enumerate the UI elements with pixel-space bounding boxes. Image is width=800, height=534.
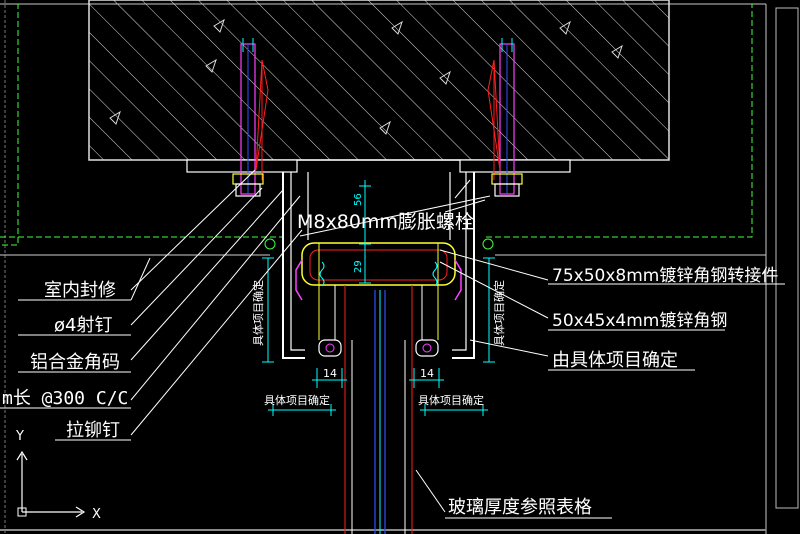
dim-56: 56 <box>353 193 364 206</box>
dim-29: 29 <box>353 260 364 273</box>
gaskets <box>264 238 494 357</box>
concrete-slab <box>88 0 670 161</box>
ucs-y-label: Y <box>15 429 24 444</box>
dim-14-left: 14 <box>323 367 337 380</box>
angle-connectors <box>282 172 475 359</box>
shot-nail-label: ø4射钉 <box>54 315 112 336</box>
interior-boundary <box>0 4 766 256</box>
angle-steel-label: 50x45x4mm镀锌角钢 <box>552 311 727 331</box>
glass-panes <box>351 290 406 534</box>
project-left-vertical: 具体项目确定 <box>251 280 265 346</box>
project-right-vertical: 具体项目确定 <box>492 280 506 346</box>
ucs-axis-icon: Y X <box>15 429 101 522</box>
angle-connector-label: 75x50x8mm镀锌角钢转接件 <box>552 266 778 286</box>
bolt-spec-label: M8x80mm膨胀螺栓 <box>297 211 474 233</box>
leader-lines <box>0 169 785 519</box>
glass-thickness-label: 玻璃厚度参照表格 <box>448 497 592 518</box>
determined-by-project-label: 由具体项目确定 <box>552 350 678 371</box>
aluminum-mullion <box>295 242 462 534</box>
expansion-bolt-left <box>232 38 269 197</box>
interior-finish-label: 室内封修 <box>44 280 116 301</box>
callout-labels: M8x80mm膨胀螺栓 75x50x8mm镀锌角钢转接件 50x45x4mm镀锌… <box>2 211 778 518</box>
side-dimensions <box>262 257 495 363</box>
center-dimensions <box>359 180 371 284</box>
project-bottom-left: 具体项目确定 <box>264 393 330 407</box>
dim-14-right: 14 <box>420 367 434 380</box>
length-spacing-label: m长 @300 C/C <box>2 388 128 409</box>
rivet-label: 拉铆钉 <box>66 420 120 441</box>
dimension-texts: 56 29 14 14 具体项目确定 具体项目确定 具体项目确定 具体项目确定 <box>251 193 506 407</box>
bottom-dimensions <box>268 368 488 416</box>
aluminum-angle-label: 铝合金角码 <box>30 352 120 373</box>
base-plates <box>186 159 571 173</box>
ucs-x-label: X <box>92 507 101 522</box>
project-bottom-right: 具体项目确定 <box>418 393 484 407</box>
expansion-bolt-right <box>487 38 523 197</box>
